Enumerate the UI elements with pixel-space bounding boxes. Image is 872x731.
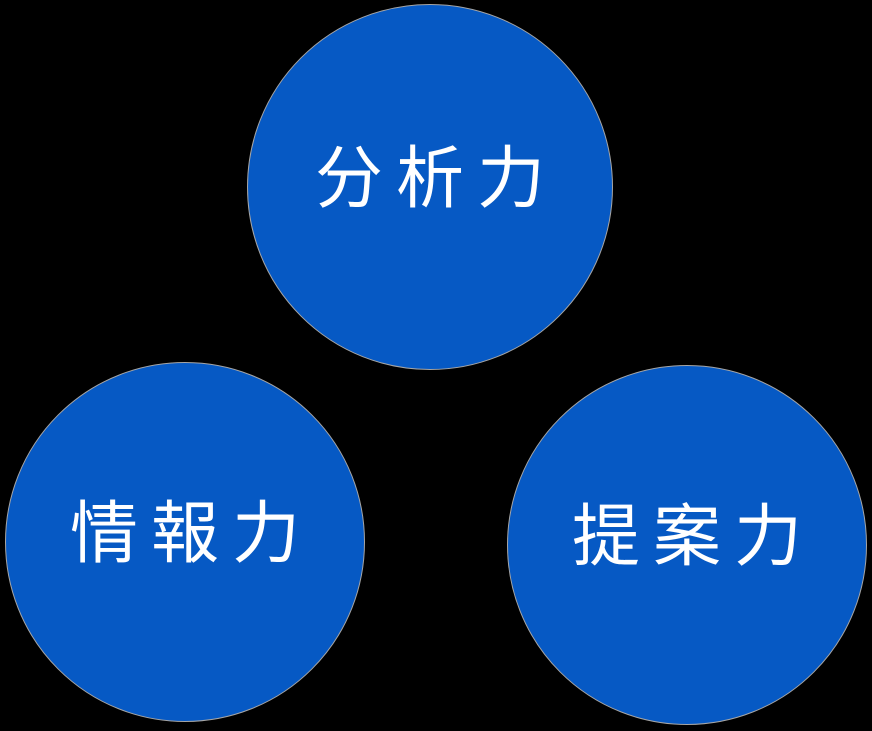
circle-analysis: 分析力	[247, 4, 613, 370]
circle-information: 情報力	[5, 362, 365, 722]
circle-analysis-label: 分析力	[314, 141, 558, 217]
circle-proposal: 提案力	[507, 365, 867, 725]
circle-proposal-label: 提案力	[571, 499, 815, 575]
circle-information-label: 情報力	[69, 496, 313, 572]
